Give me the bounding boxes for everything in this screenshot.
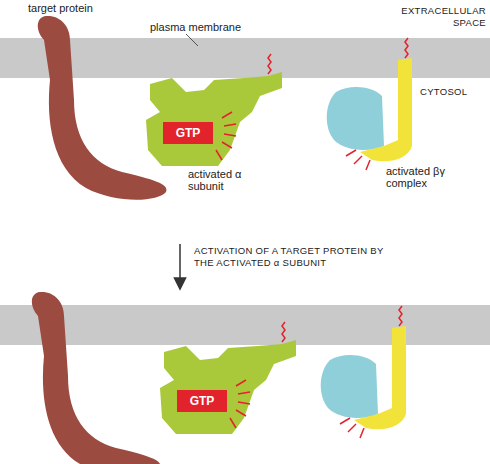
- label: EXTRACELLULAR SPACE: [380, 5, 486, 29]
- gtp-box: GTP: [177, 390, 227, 412]
- target-protein-shape: [32, 292, 161, 464]
- label: plasma membrane: [150, 21, 250, 33]
- label: activated α subunit: [188, 168, 248, 192]
- membrane: [0, 38, 490, 78]
- step-arrow: [179, 244, 181, 284]
- alpha-subunit-shape: [146, 54, 282, 166]
- node-text: GTP: [176, 126, 201, 140]
- target-protein-shape: [38, 16, 167, 200]
- membrane: [0, 305, 490, 345]
- label: activated βγ complex: [386, 165, 464, 189]
- leader-line: [186, 34, 198, 46]
- label: target protein: [28, 2, 118, 14]
- beta-gamma-shape: [327, 38, 412, 170]
- label: ACTIVATION OF A TARGET PROTEIN BY THE AC…: [194, 245, 384, 269]
- gtp-box: GTP: [163, 122, 213, 144]
- label: CYTOSOL: [420, 86, 486, 98]
- node-text: GTP: [190, 394, 215, 408]
- beta-gamma-shape: [321, 306, 406, 438]
- alpha-subunit-shape: [160, 322, 296, 434]
